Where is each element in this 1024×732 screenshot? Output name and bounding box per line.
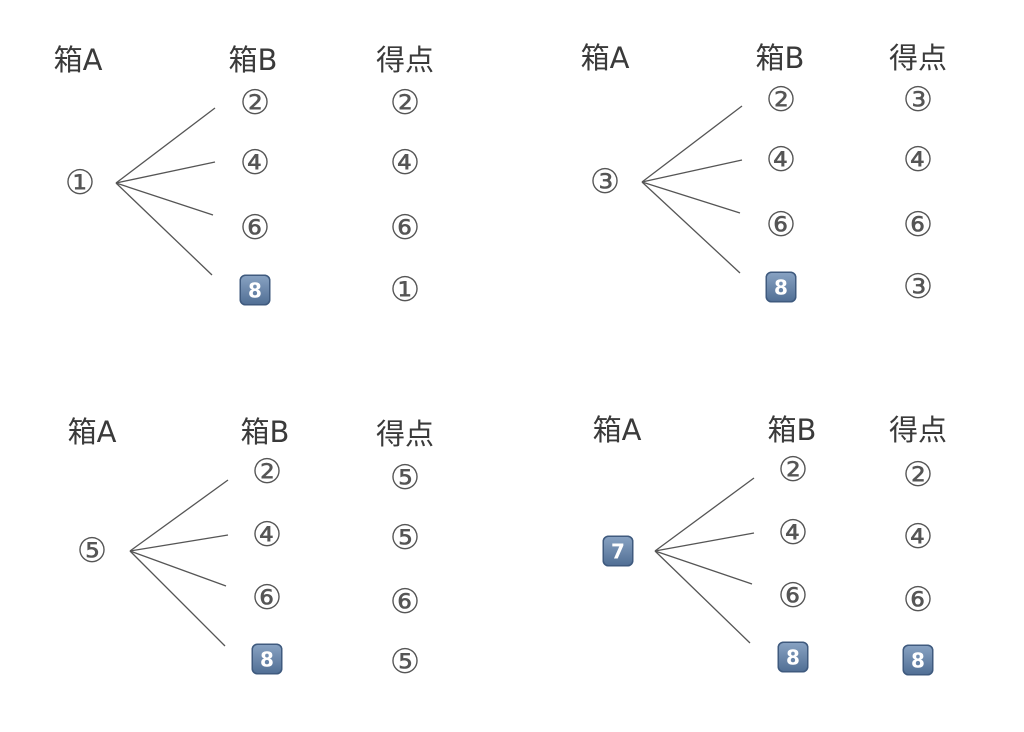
branch-line <box>129 550 226 647</box>
branch-line <box>115 182 213 276</box>
score-value: ⑤ <box>389 642 421 682</box>
branch-line <box>115 182 214 216</box>
branch-line <box>115 107 216 184</box>
header-score: 得点 <box>375 43 435 77</box>
score-value: ⑤ <box>389 518 421 558</box>
header-box-a: 箱A <box>592 413 642 447</box>
header-score: 得点 <box>375 417 435 451</box>
box-b-ball: ④ <box>251 515 283 555</box>
score-value: ③ <box>902 80 934 120</box>
header-score: 得点 <box>888 41 948 75</box>
score-value: ⑥ <box>389 208 421 248</box>
header-box-a: 箱A <box>53 43 103 77</box>
header-box-b: 箱B <box>240 415 290 449</box>
score-value: ② <box>389 83 421 123</box>
score-value: ① <box>389 270 421 310</box>
branch-line <box>641 159 743 183</box>
score-value: ⑤ <box>389 458 421 498</box>
box-b-ball: ④ <box>765 140 797 180</box>
box-a-ball: ① <box>64 163 96 203</box>
branch-line <box>129 550 227 587</box>
branch-line <box>115 161 216 184</box>
box-b-ball: 8 <box>251 643 283 675</box>
branch-line <box>129 479 229 552</box>
branch-line <box>641 181 741 274</box>
box-b-ball: ④ <box>239 143 271 183</box>
header-box-b: 箱B <box>228 43 278 77</box>
box-b-ball: 8 <box>765 271 797 303</box>
box-b-ball: ② <box>239 83 271 123</box>
box-b-ball: 8 <box>777 641 809 673</box>
score-value: ④ <box>389 143 421 183</box>
box-a-ball: ③ <box>589 162 621 202</box>
box-b-ball: ② <box>251 452 283 492</box>
branch-line <box>129 534 229 552</box>
box-b-ball: ⑥ <box>777 576 809 616</box>
score-value: ④ <box>902 140 934 180</box>
box-b-ball: ⑥ <box>251 578 283 618</box>
header-box-a: 箱A <box>580 41 630 75</box>
header-box-a: 箱A <box>67 415 117 449</box>
box-b-ball: ② <box>777 450 809 490</box>
branch-line <box>654 532 755 552</box>
box-a-ball: 7 <box>602 535 634 567</box>
header-box-b: 箱B <box>767 413 817 447</box>
box-a-ball: ⑤ <box>76 531 108 571</box>
score-value: ④ <box>902 517 934 557</box>
score-value: ② <box>902 455 934 495</box>
header-box-b: 箱B <box>755 41 805 75</box>
score-value: ⑥ <box>389 582 421 622</box>
header-score: 得点 <box>888 413 948 447</box>
box-b-ball: ② <box>765 80 797 120</box>
box-b-ball: ⑥ <box>239 208 271 248</box>
branch-line <box>654 477 755 552</box>
score-value: ⑥ <box>902 580 934 620</box>
branch-line <box>641 105 743 183</box>
branch-line <box>654 550 753 585</box>
score-value: 8 <box>902 644 934 676</box>
box-b-ball: ④ <box>777 513 809 553</box>
box-b-ball: ⑥ <box>765 205 797 245</box>
branch-line <box>654 550 751 644</box>
box-b-ball: 8 <box>239 274 271 306</box>
branch-line <box>641 181 741 214</box>
score-value: ⑥ <box>902 205 934 245</box>
score-value: ③ <box>902 267 934 307</box>
